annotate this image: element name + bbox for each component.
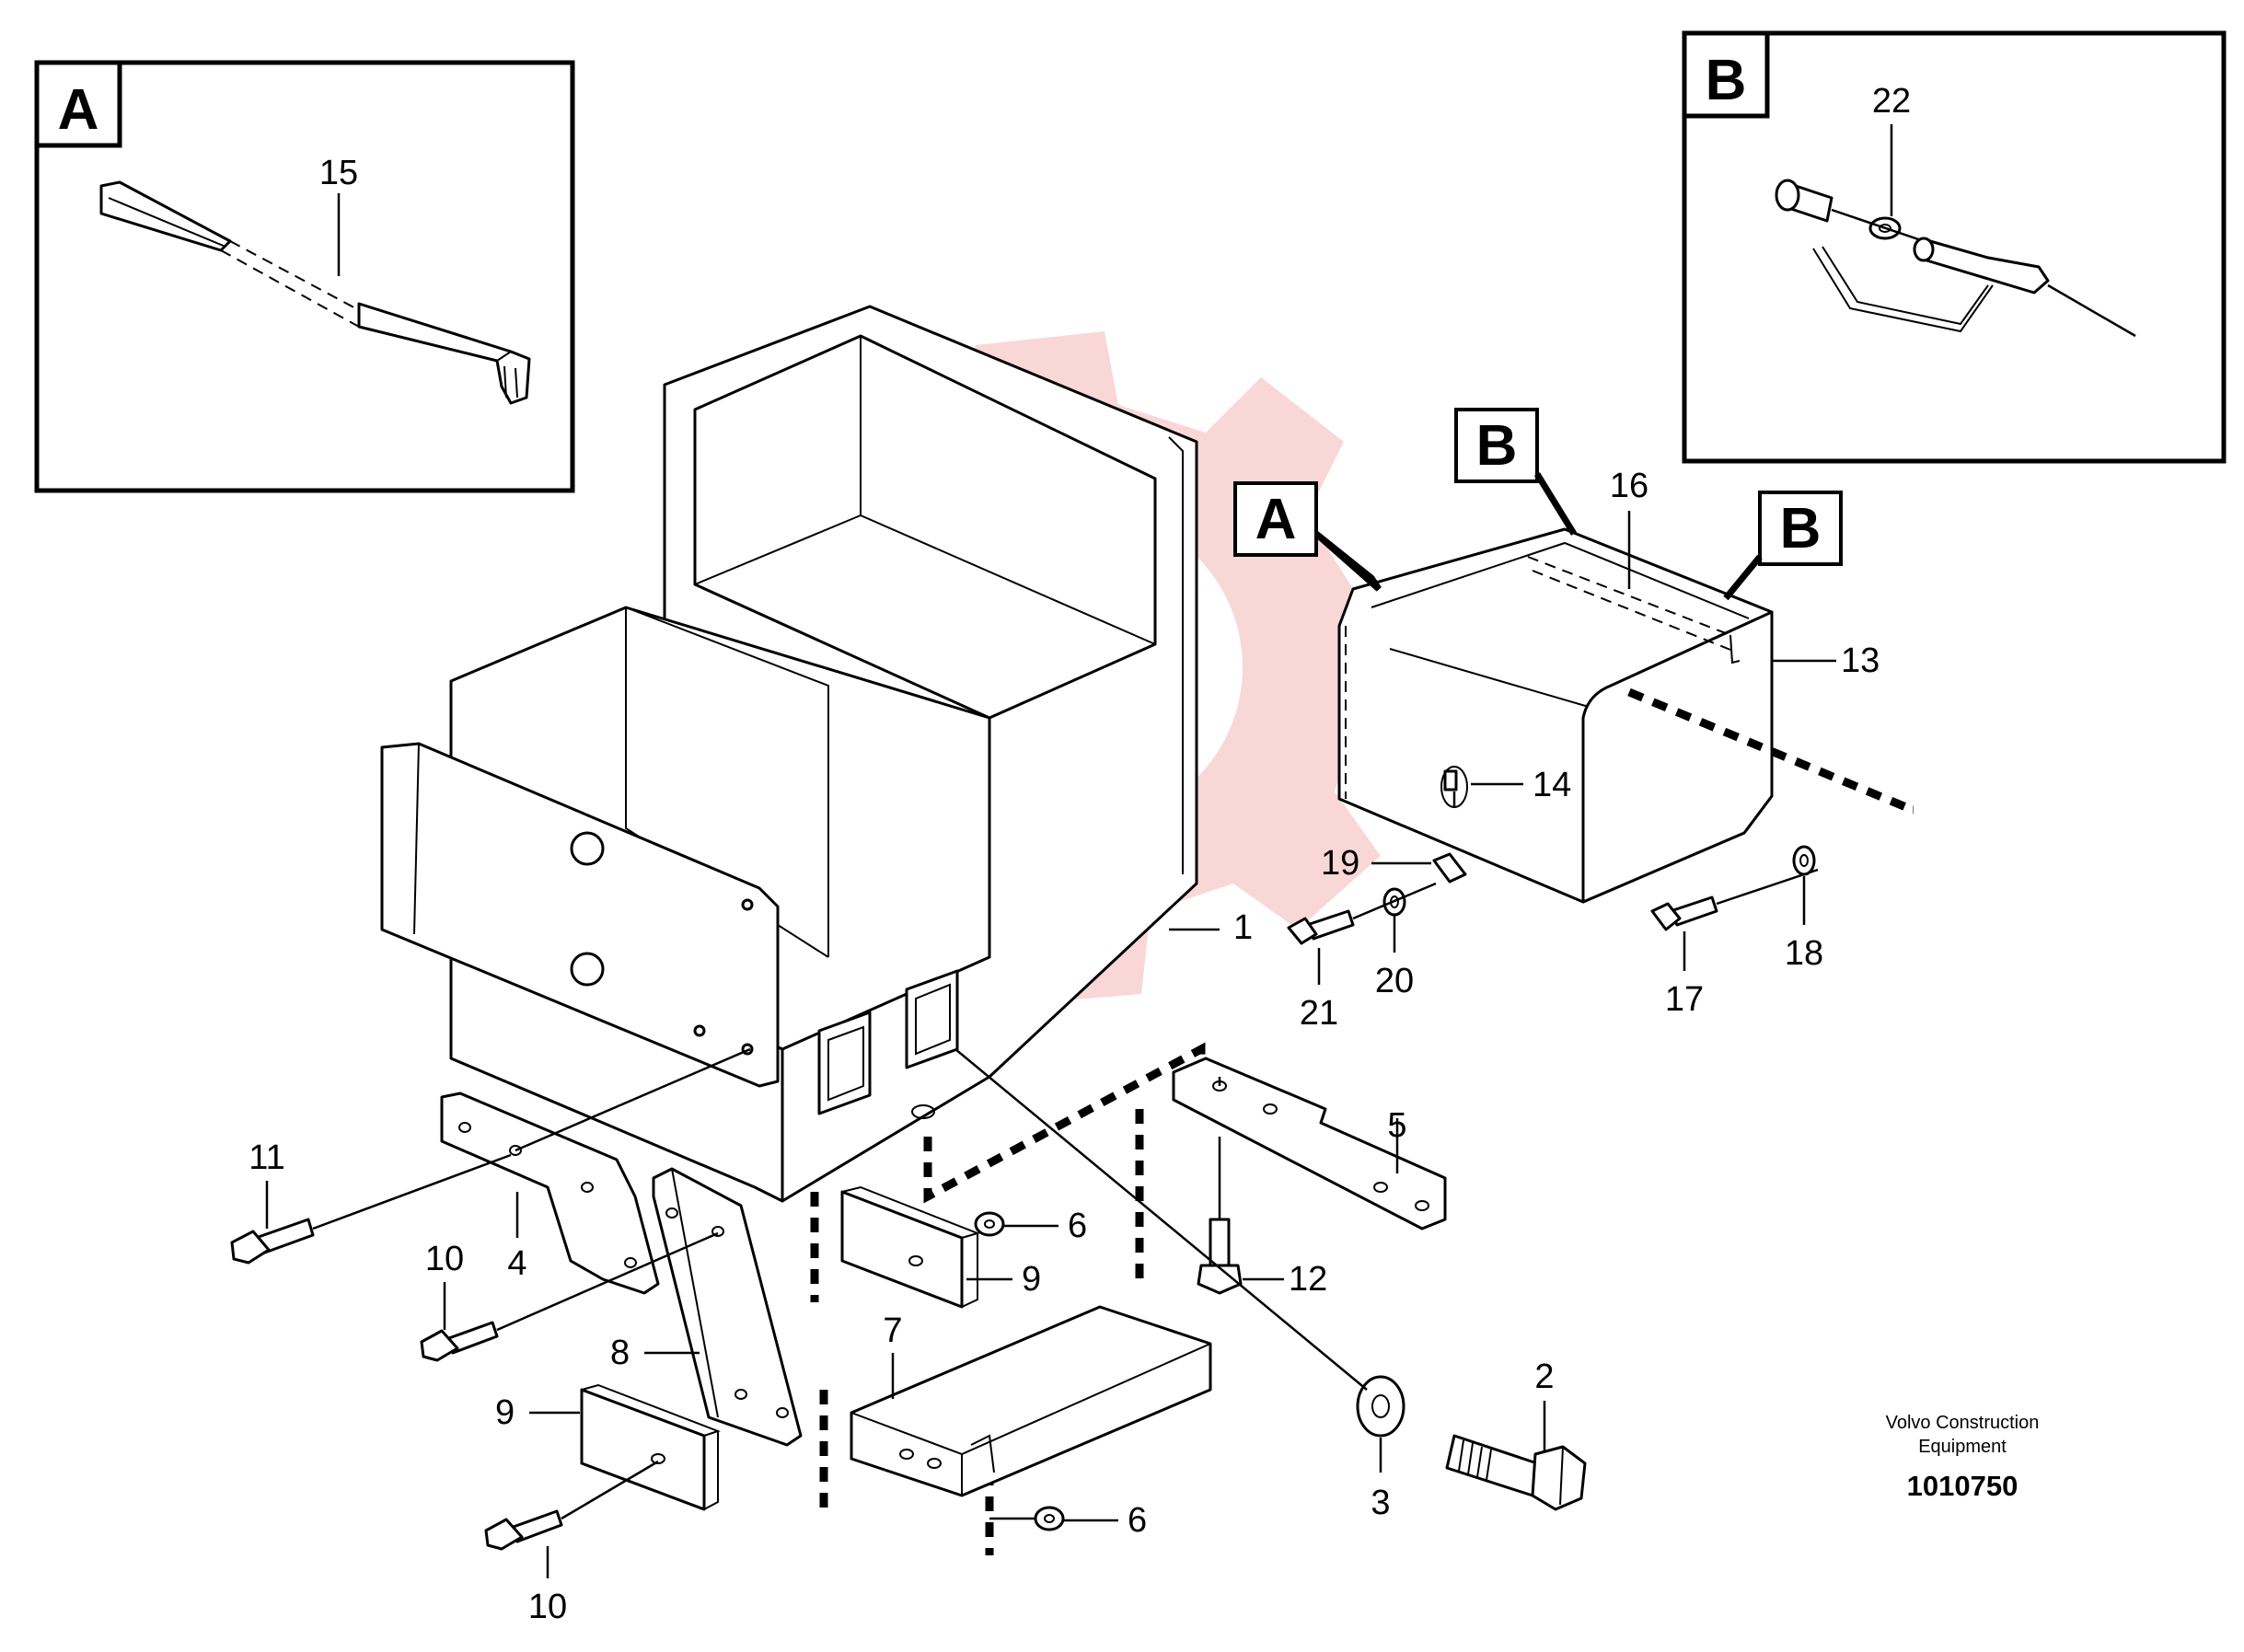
bolt-2 <box>1445 1434 1587 1511</box>
callout-22: 22 <box>1872 82 1911 121</box>
callout-15: 15 <box>319 154 358 192</box>
tag-b-right <box>1758 491 1843 566</box>
callout-12: 12 <box>1289 1260 1327 1299</box>
detail-view-b: B 22 <box>1682 30 2227 464</box>
callout-13: 13 <box>1841 641 1880 680</box>
edge-strip-part <box>99 180 531 405</box>
callout-16: 16 <box>1610 467 1648 505</box>
document-number: 1010750 <box>1907 1470 2018 1502</box>
tag-a <box>1233 481 1318 557</box>
svg-text:B: B <box>1780 497 1822 560</box>
callout-19: 19 <box>1321 844 1359 883</box>
callout-17: 17 <box>1665 980 1704 1019</box>
detail-a-letter: A <box>58 78 99 142</box>
callout-3: 3 <box>1371 1484 1390 1522</box>
clip-19 <box>1432 852 1467 884</box>
credit-line-2: Equipment <box>1918 1437 2007 1457</box>
callout-7: 7 <box>883 1311 902 1350</box>
plate-9-lower <box>580 1383 721 1511</box>
main-housing <box>449 305 1198 1203</box>
bolt-17 <box>1650 868 1819 931</box>
washer-18 <box>1792 845 1816 876</box>
callout-11: 11 <box>249 1138 284 1177</box>
callout-10a: 10 <box>425 1240 464 1278</box>
bolt-10-lower <box>484 1460 659 1551</box>
callout-4: 4 <box>507 1244 526 1283</box>
bracket-8 <box>652 1167 803 1447</box>
front-panel <box>380 742 780 1088</box>
washer-3 <box>1356 1375 1405 1438</box>
latch-pin-part <box>1775 179 2136 338</box>
callout-18: 18 <box>1785 934 1823 973</box>
tag-b-left <box>1454 408 1539 483</box>
spacer-block-7 <box>850 1305 1212 1497</box>
callout-2: 2 <box>1534 1357 1554 1396</box>
callout-20: 20 <box>1375 962 1414 1000</box>
callout-10b: 10 <box>528 1588 567 1626</box>
callout-9a: 9 <box>1022 1260 1041 1299</box>
bolt-10-upper <box>420 1231 719 1362</box>
callout-21: 21 <box>1300 994 1338 1033</box>
detail-view-a: A 15 <box>34 60 575 493</box>
svg-text:A: A <box>1255 488 1297 551</box>
svg-text:B: B <box>1476 414 1518 478</box>
bolt-11 <box>230 1047 751 1265</box>
callout-8: 8 <box>610 1334 630 1372</box>
bracket-4 <box>440 1092 660 1295</box>
plate-9-upper <box>840 1185 981 1309</box>
detail-b-letter: B <box>1706 49 1747 112</box>
cover <box>1337 527 1774 904</box>
callout-6a: 6 <box>1068 1207 1087 1245</box>
callout-9b: 9 <box>495 1393 515 1432</box>
credit-line-1: Volvo Construction <box>1886 1413 2040 1433</box>
callout-14: 14 <box>1533 766 1571 804</box>
callout-6b: 6 <box>1128 1501 1147 1540</box>
bolt-21 <box>1287 882 1437 945</box>
callout-5: 5 <box>1387 1106 1406 1145</box>
nut-6-lower <box>1034 1506 1065 1531</box>
bolt-12 <box>1197 1137 1243 1295</box>
callout-1: 1 <box>1233 908 1253 947</box>
bracket-5 <box>1172 1057 1447 1230</box>
nut-6-upper <box>974 1211 1005 1237</box>
